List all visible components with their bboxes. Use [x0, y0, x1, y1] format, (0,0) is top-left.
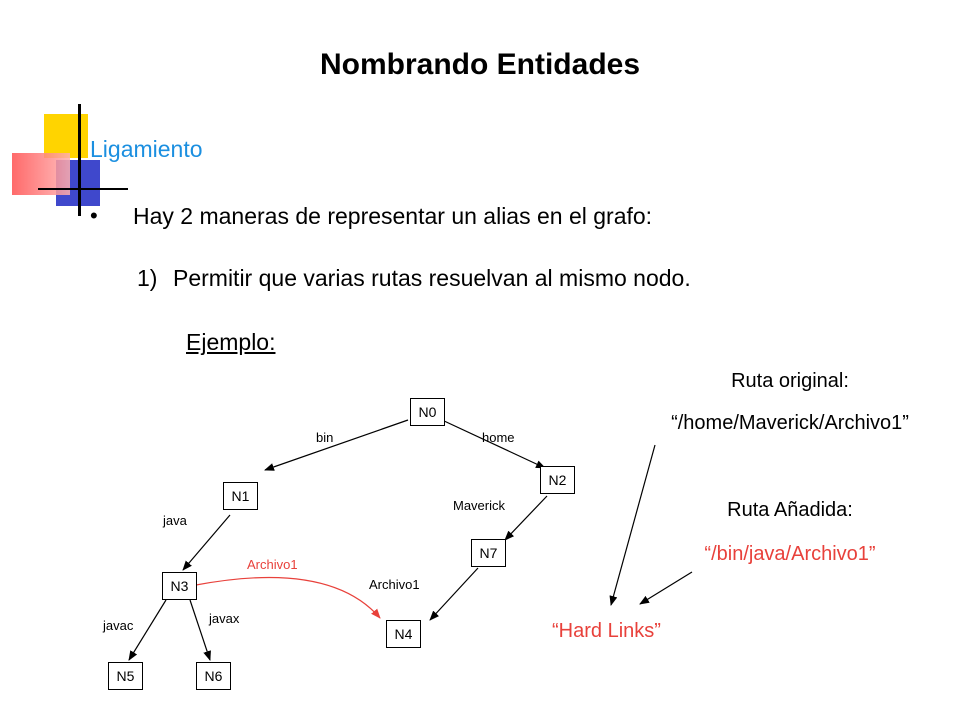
edge-label-archivo1: Archivo1: [369, 577, 420, 592]
slide-title: Nombrando Entidades: [319, 48, 641, 81]
graph-node-n2: N2: [540, 466, 575, 494]
section-heading: Ligamiento: [90, 136, 203, 162]
original-path-label: Ruta original:: [731, 370, 849, 392]
added-path-label: Ruta Añadida:: [727, 499, 853, 521]
edge-label-javax: javax: [209, 611, 240, 626]
added-path: “/bin/java/Archivo1”: [704, 543, 876, 565]
list-item-number: 1): [137, 265, 158, 291]
edge-maverick: [504, 495, 548, 541]
graph-node-n3: N3: [162, 572, 197, 600]
edge-label-bin: bin: [316, 430, 334, 445]
edge-label-javac: javac: [103, 618, 134, 633]
bullet-marker: •: [90, 203, 98, 228]
edge-archivo1-red: [195, 576, 381, 619]
edge-label-archivo1-red: Archivo1: [247, 557, 298, 572]
edge-home: [441, 419, 546, 469]
list-item-text: Permitir que varias rutas resuelvan al m…: [173, 265, 691, 291]
hard-links-label: “Hard Links”: [552, 620, 661, 642]
graph-node-n6: N6: [196, 662, 231, 690]
edge-label-home: home: [482, 430, 515, 445]
bullet-text: Hay 2 maneras de representar un alias en…: [133, 203, 653, 229]
edge-archivo1: [429, 567, 479, 621]
original-path: “/home/Maverick/Archivo1”: [671, 412, 909, 434]
arrow-added-to-hardlinks: [639, 571, 693, 605]
edge-bin: [264, 419, 409, 471]
graph-node-n0: N0: [410, 398, 445, 426]
slide-decoration: [10, 98, 130, 218]
example-label: Ejemplo:: [186, 329, 276, 355]
edge-java: [182, 514, 231, 571]
graph-node-n5: N5: [108, 662, 143, 690]
arrow-original-to-hardlinks: [609, 444, 656, 606]
graph-node-n4: N4: [386, 620, 421, 648]
edge-javax: [189, 599, 211, 661]
edge-javac: [128, 599, 167, 661]
edge-label-java: java: [163, 513, 187, 528]
graph-node-n1: N1: [223, 482, 258, 510]
edge-label-maverick: Maverick: [453, 498, 506, 513]
graph-node-n7: N7: [471, 539, 506, 567]
